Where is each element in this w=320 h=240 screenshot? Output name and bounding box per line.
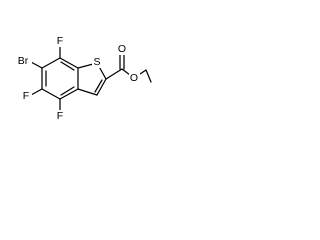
atom-bromine: Br (18, 55, 29, 67)
atom-fluorine-top: F (57, 35, 63, 47)
bond-c7-c7a (59, 57, 79, 69)
bond-c2-c3-double (94, 79, 103, 93)
atom-fluorine-bottom: F (57, 110, 63, 122)
bond-c2-ccarbonyl (105, 68, 123, 80)
atom-sulfur: S (93, 56, 100, 68)
bond-inner-c7-c7a (60, 61, 75, 71)
bond-c5-f (30, 88, 43, 96)
bond-c3-c3a (77, 88, 98, 96)
bond-c2-c3 (96, 78, 107, 96)
structure-drawing: F Br F F S O O (14, 35, 152, 122)
bond-c6-c7 (41, 57, 61, 69)
bond-inner-c3a-c4 (60, 86, 75, 96)
bond-c6-br (30, 61, 43, 69)
atom-fluorine-left: F (23, 90, 29, 102)
bond-c3a-c4 (59, 88, 79, 100)
atom-oxygen-carbonyl: O (118, 43, 126, 55)
atom-oxygen-ester: O (130, 72, 138, 84)
bond-ch2-ch3 (145, 69, 152, 83)
molecule-canvas: F Br F F S O O (0, 0, 152, 152)
bond-c4-c5 (41, 88, 61, 100)
